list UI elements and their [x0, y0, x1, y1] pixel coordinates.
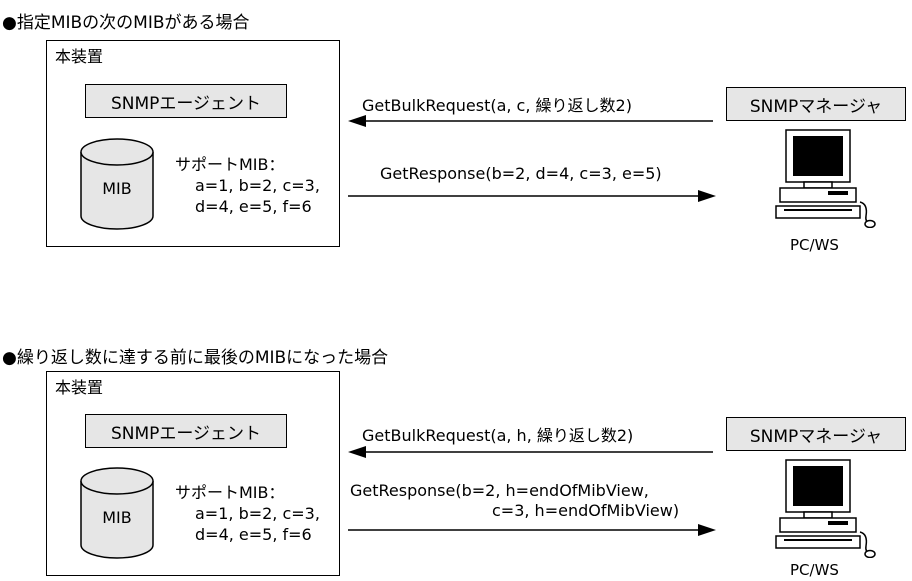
supported-mib-heading: サポートMIB：: [175, 155, 285, 174]
device-label: 本装置: [55, 378, 104, 397]
supported-mib-values: a=1, b=2, c=3,: [195, 176, 320, 195]
snmp-manager-box: SNMPマネージャ: [726, 87, 906, 121]
response-label: GetResponse(b=2, h=endOfMibView,: [350, 481, 649, 500]
request-label: GetBulkRequest(a, h, 繰り返し数2): [362, 426, 634, 445]
pc-label: PC/WS: [790, 561, 839, 579]
supported-mib-list: サポートMIB： a=1, b=2, c=3, d=4, e=5, f=6: [175, 154, 320, 217]
response-label-continued: c=3, h=endOfMibView): [492, 501, 680, 520]
mib-database-icon: MIB: [80, 467, 154, 559]
snmp-agent-box: SNMPエージェント: [85, 84, 287, 118]
snmp-manager-box: SNMPマネージャ: [726, 417, 906, 451]
snmp-agent-box: SNMPエージェント: [85, 414, 287, 448]
supported-mib-values: d=4, e=5, f=6: [195, 525, 312, 544]
device-box: 本装置 SNMPエージェント MIB サポートMIB： a=1, b=2, c=…: [46, 40, 340, 247]
request-label: GetBulkRequest(a, c, 繰り返し数2): [362, 96, 632, 115]
section-title: ●指定MIBの次のMIBがある場合: [2, 13, 250, 33]
response-arrow: [348, 190, 716, 202]
mib-label: MIB: [102, 508, 132, 527]
mib-label: MIB: [102, 179, 132, 198]
pc-workstation-icon: [775, 459, 876, 558]
supported-mib-values: d=4, e=5, f=6: [195, 197, 312, 216]
supported-mib-heading: サポートMIB：: [175, 483, 285, 502]
mib-database-icon: MIB: [80, 138, 154, 230]
pc-label: PC/WS: [790, 236, 839, 254]
request-arrow: [348, 115, 713, 127]
device-box: 本装置 SNMPエージェント MIB サポートMIB： a=1, b=2, c=…: [46, 371, 340, 576]
section-title: ●繰り返し数に達する前に最後のMIBになった場合: [2, 348, 389, 368]
supported-mib-values: a=1, b=2, c=3,: [195, 504, 320, 523]
scenario-last-mib-reached: ●繰り返し数に達する前に最後のMIBになった場合 本装置 SNMPエージェント …: [0, 283, 912, 579]
scenario-next-mib-exists: ●指定MIBの次のMIBがある場合 本装置 SNMPエージェント MIB サポー…: [0, 0, 912, 290]
response-label: GetResponse(b=2, d=4, c=3, e=5): [380, 164, 662, 183]
pc-workstation-icon: [775, 129, 876, 228]
supported-mib-list: サポートMIB： a=1, b=2, c=3, d=4, e=5, f=6: [175, 482, 320, 545]
device-label: 本装置: [55, 47, 104, 66]
response-arrow: [348, 524, 716, 536]
request-arrow: [348, 446, 713, 458]
